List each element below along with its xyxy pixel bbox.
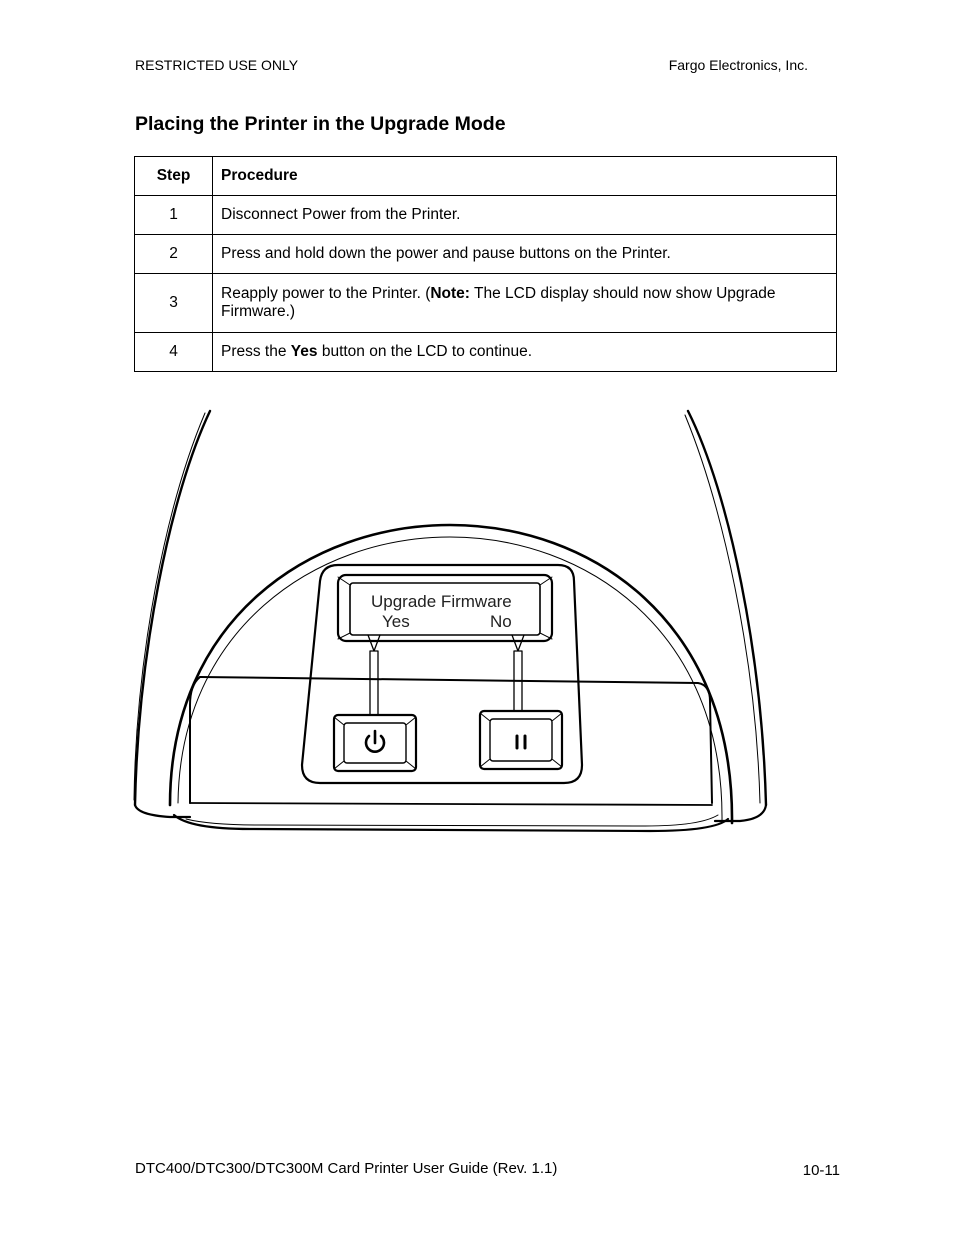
printer-body-right-edge [686,409,768,807]
printer-body-bottom-right [713,803,768,823]
lcd-yes-label: Yes [382,612,410,631]
lcd-corner-lines [337,576,553,640]
table-row: 2 Press and hold down the power and paus… [134,234,837,274]
page-header-left: RESTRICTED USE ONLY [135,57,299,73]
printer-body-left-edge [133,412,206,801]
panel-lower-shelf [199,676,713,804]
panel-base-curve-inner [185,814,719,827]
yes-label: Yes [290,343,318,360]
page-number: 10-11 [802,1162,840,1179]
page-footer-left: DTC400/DTC300/DTC300M Card Printer User … [135,1160,558,1177]
panel-base-curve [172,813,730,833]
procedure-table: Step Procedure 1 Disconnect Power from t… [134,156,837,372]
column-header-procedure: Procedure [212,156,837,196]
leader-line-yes [367,634,381,716]
table-row: 4 Press the Yes button on the LCD to con… [134,332,837,372]
lcd-no-label: No [490,612,512,631]
page-header-right: Fargo Electronics, Inc. [668,57,808,73]
step-text-part: button on the LCD to continue. [317,343,533,360]
pause-button[interactable] [478,709,564,771]
section-title: Placing the Printer in the Upgrade Mode [135,113,506,135]
table-row: 1 Disconnect Power from the Printer. [134,195,837,235]
lcd-screen [349,582,541,636]
step-number: 2 [134,234,213,274]
step-text: Reapply power to the Printer. (Note: The… [212,273,837,333]
lcd-bezel [336,573,554,643]
step-number: 4 [134,332,213,372]
panel-front-lip [189,802,713,806]
pause-icon [515,734,527,750]
step-text: Press the Yes button on the LCD to conti… [212,332,837,372]
printer-control-panel-illustration: Upgrade Firmware Yes No [133,409,768,833]
step-number: 3 [134,273,213,333]
step-number: 1 [134,195,213,235]
table-header-row: Step Procedure [134,156,837,196]
table-row: 3 Reapply power to the Printer. (Note: T… [134,273,837,333]
control-dome [168,523,734,825]
printer-body-right-edge [684,414,761,804]
column-header-step: Step [134,156,213,196]
step-text-part: Press the [221,343,291,360]
step-text-part: The LCD display should now show Upgrade … [221,285,776,320]
power-icon [364,729,386,753]
step-text: Disconnect Power from the Printer. [212,195,837,235]
power-button[interactable] [332,713,418,773]
printer-body-left-edge [133,409,212,807]
step-text: Press and hold down the power and pause … [212,234,837,274]
step-text-part: Reapply power to the Printer. ( [221,285,431,302]
lcd-line-1: Upgrade Firmware [371,592,512,611]
control-dome-inner [177,536,723,822]
panel-lower-shelf-left [189,676,201,804]
button-recess [300,563,584,785]
printer-body-bottom-left [133,803,192,819]
note-label: Note: [430,285,470,302]
leader-line-no [511,634,525,712]
